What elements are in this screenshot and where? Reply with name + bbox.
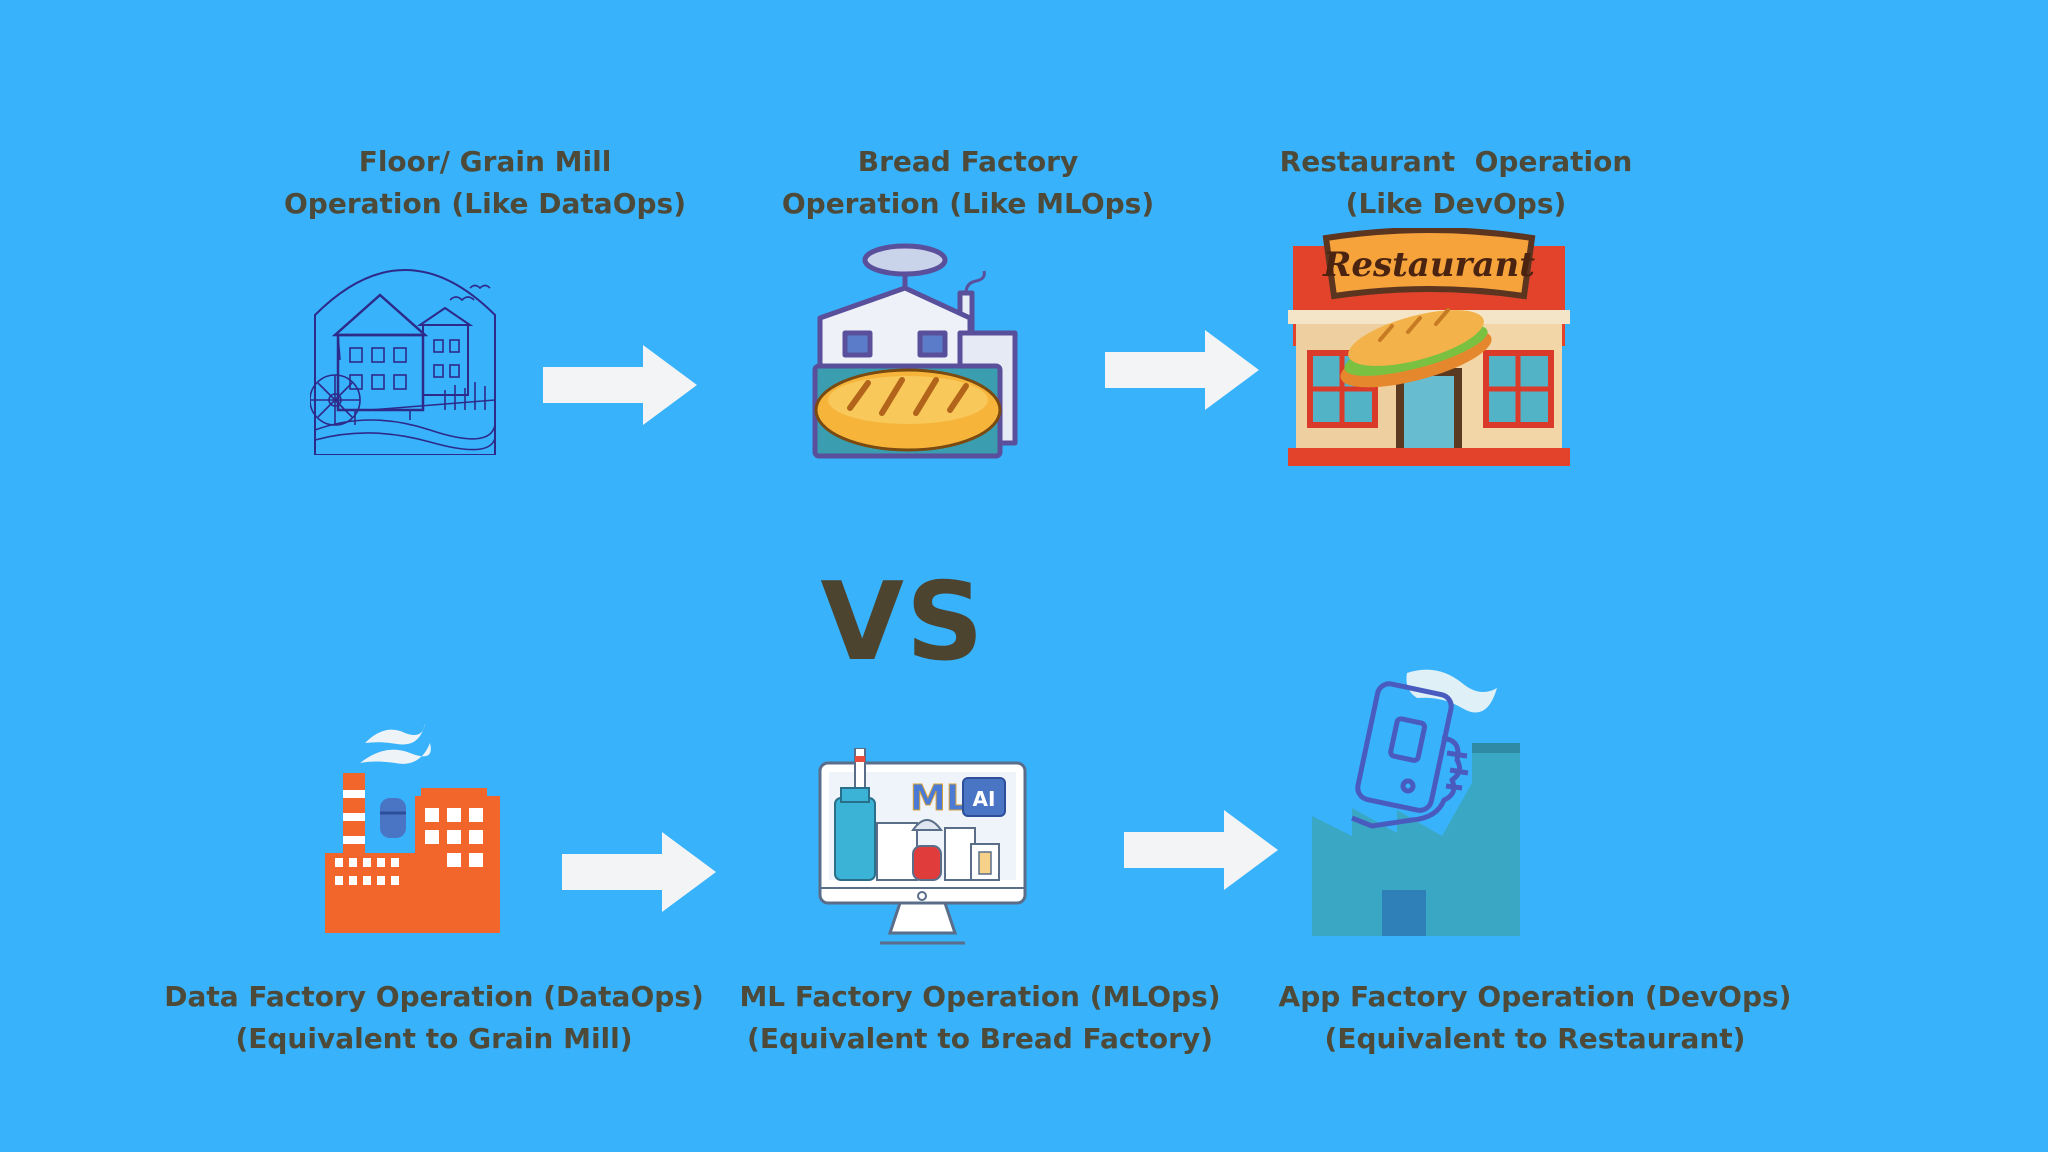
data-factory-label: Data Factory Operation (DataOps) (Equiva… — [164, 980, 704, 1055]
bread-factory-icon — [812, 243, 1018, 459]
arrow-right-icon — [543, 345, 697, 425]
ml-text: ML — [910, 778, 969, 819]
mill-label: Floor/ Grain Mill Operation (Like DataOp… — [283, 145, 687, 220]
app-factory-label: App Factory Operation (DevOps) (Equivale… — [1278, 980, 1792, 1055]
app-factory-icon — [1312, 669, 1520, 936]
restaurant-icon: Restaurant — [1288, 228, 1570, 466]
restaurant-sign-text: Restaurant — [1322, 245, 1535, 285]
data-factory-icon — [325, 723, 500, 933]
arrow-right-icon — [562, 832, 716, 912]
ml-factory-icon: ML AI — [818, 748, 1027, 945]
arrow-right-icon — [1105, 330, 1259, 410]
ml-factory-label: ML Factory Operation (MLOps) (Equivalent… — [739, 980, 1221, 1055]
water-mill-icon — [310, 269, 496, 455]
restaurant-label: Restaurant Operation (Like DevOps) — [1279, 145, 1633, 220]
bread-factory-label: Bread Factory Operation (Like MLOps) — [781, 145, 1155, 220]
ai-text: AI — [973, 787, 996, 811]
arrow-right-icon — [1124, 810, 1278, 890]
vs-text: VS — [820, 560, 986, 685]
